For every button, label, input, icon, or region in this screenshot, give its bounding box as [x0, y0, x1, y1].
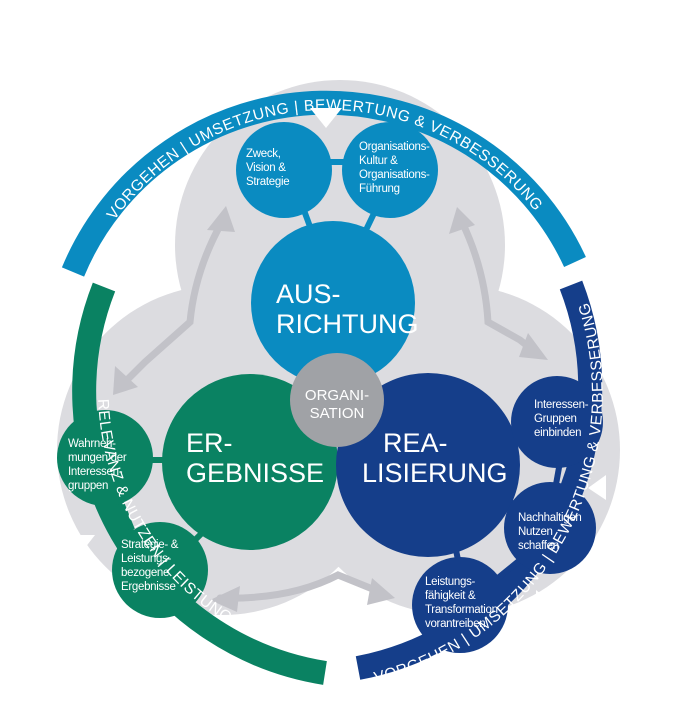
subitem-text: Leistungs-fähigkeit & Transformation voran… [425, 576, 498, 630]
subitem-text-line: Wahrneh- [68, 438, 116, 450]
marker-triangle-left [67, 535, 95, 553]
arrow-left-upper [118, 218, 226, 389]
realisierung-label-line1: REA- [383, 428, 448, 458]
arrow-heads [113, 206, 548, 612]
subitem-circle [236, 122, 332, 218]
subitem-text-line: bezogene [121, 567, 169, 579]
subitem-text-line: vorantreiben [425, 618, 485, 630]
marker-triangle-top [310, 108, 342, 128]
circle-organisation[interactable] [290, 353, 384, 447]
organisation-label-line2: SATION [310, 405, 365, 422]
ausrichtung-label-line2: RICHTUNG [276, 309, 419, 339]
markers [67, 108, 606, 617]
subitem-circle [504, 482, 596, 574]
subitem-text: Zweck, Vision & Strategie [246, 148, 289, 188]
subitem-text-line: Führung [359, 183, 400, 195]
arrowhead-icon [519, 333, 548, 360]
subitem-leistungsfaehigkeit[interactable]: Leistungs-fähigkeit & Transformation voran… [412, 557, 508, 653]
arrowhead-icon [210, 586, 240, 612]
subitem-text-line: mungen der [68, 452, 127, 464]
marker-triangle-right-upper [588, 475, 606, 500]
subitem-text-line: Interessen- [534, 399, 589, 411]
subitem-text-line: Strategie [246, 176, 289, 188]
subitem-circle [412, 557, 508, 653]
circle-ausrichtung[interactable] [251, 221, 415, 385]
subitem-zweck[interactable]: Zweck, Vision & Strategie [236, 122, 332, 218]
organisation-label-line1: ORGANI- [305, 387, 369, 404]
subitem-text-line: Zweck, [246, 148, 281, 160]
arrowhead-icon [367, 578, 395, 605]
subitem-text-line: Kultur & [359, 155, 398, 167]
pillar-ausrichtung: AUS- RICHTUNG [251, 221, 419, 385]
arrowhead-icon [207, 206, 235, 232]
subitem-text-line: einbinden [534, 427, 581, 439]
subitem-text-line: Gruppen [534, 413, 577, 425]
subitem-text-line: Transformation [425, 604, 498, 616]
subitem-circle [112, 522, 208, 618]
subitem-text-line: Vision & [246, 162, 286, 174]
subitem-text-line: Nutzen [518, 526, 553, 538]
pillar-realisierung: REA- LISIERUNG [336, 373, 520, 557]
ergebnisse-label-line2: GEBNISSE [186, 458, 324, 488]
subitem-text-line: schaffen [518, 540, 559, 552]
connector [496, 557, 522, 581]
subitem-text-line: Leistungs- [425, 576, 476, 588]
subitem-text-line: fähigkeit & [425, 590, 476, 602]
subitem-circle [57, 410, 153, 506]
subitem-text-line: gruppen [68, 480, 108, 492]
marker-triangle-right-lower [536, 590, 556, 617]
subitem-text-line: Organisations- [359, 169, 430, 181]
subitem-text-line: Organisations- [359, 141, 430, 153]
ring-ergebnisse [72, 282, 327, 685]
ausrichtung-label-line1: AUS- [276, 279, 341, 309]
arrowhead-icon [449, 207, 475, 234]
subitem-text: Organisations- Kultur & Organisations- Führ… [359, 141, 430, 195]
subitem-circle [342, 122, 438, 218]
subitem-organisationskultur[interactable]: Organisations- Kultur & Organisations- Führ… [342, 122, 438, 218]
arrow-right-upper [458, 218, 539, 356]
arrowhead-icon [113, 366, 138, 395]
subitem-text-line: Interessen- [68, 466, 123, 478]
circle-realisierung[interactable] [336, 373, 520, 557]
subitem-text-line: Ergebnisse [121, 581, 176, 593]
subitem-interessengruppen[interactable]: Interessen- Gruppen einbinden [511, 376, 603, 468]
subitem-text-line: Nachhaltigen [518, 512, 582, 524]
subitem-text-line: Strategie- & [121, 539, 179, 551]
center-organisation: ORGANI- SATION [290, 353, 384, 447]
subitem-circle [511, 376, 603, 468]
ring-ausrichtung [61, 90, 586, 277]
realisierung-label-line2: LISIERUNG [362, 458, 508, 488]
subitem-text-line: Leistungs- [121, 553, 172, 565]
subitem-text: Interessen- Gruppen einbinden [534, 399, 589, 439]
ergebnisse-label-line1: ER- [186, 428, 233, 458]
